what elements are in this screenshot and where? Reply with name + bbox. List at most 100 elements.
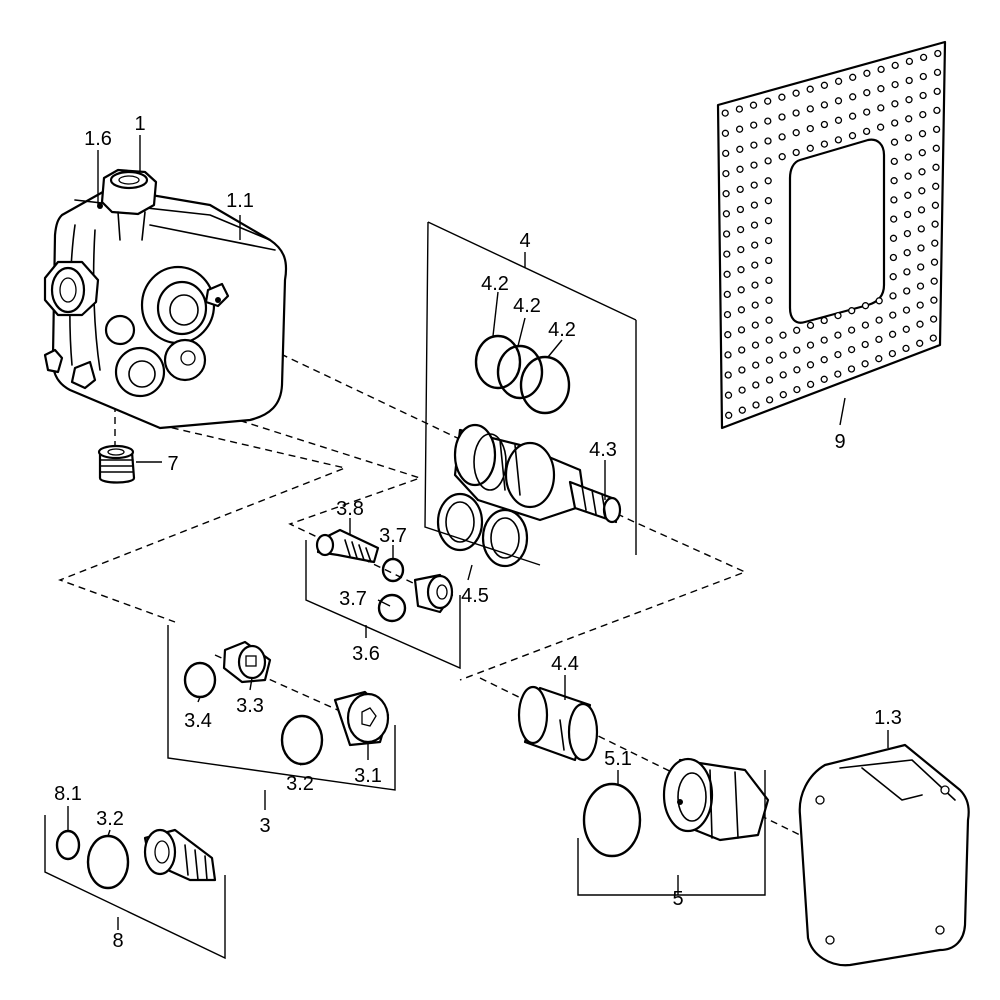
plate-hole <box>930 258 939 266</box>
plate-hole <box>930 277 938 285</box>
plate-hole <box>725 411 733 419</box>
plate-hole <box>721 129 730 137</box>
cartridge-part-4 <box>436 334 622 568</box>
plate-hole <box>751 321 759 329</box>
plate-hole <box>875 335 883 344</box>
plate-hole <box>875 297 883 305</box>
plate-hole <box>889 311 897 319</box>
plate-hole <box>752 401 760 409</box>
label-4-3: 4.3 <box>589 439 617 461</box>
plate-hole <box>736 145 744 153</box>
plate-hole <box>736 185 744 194</box>
plate-hole <box>723 250 731 258</box>
label-3-8: 3.8 <box>336 498 364 520</box>
plate-hole <box>806 321 815 330</box>
plate-hole <box>793 326 801 334</box>
plate-hole <box>736 165 744 173</box>
plate-hole <box>903 210 912 219</box>
plate-hole <box>933 68 942 77</box>
plate-hole <box>834 77 843 85</box>
plate-hole <box>905 115 913 123</box>
plate-hole <box>779 331 787 339</box>
plate-hole <box>765 316 773 324</box>
plate-hole <box>737 245 745 254</box>
plate-hole <box>916 301 924 309</box>
plate-hole <box>750 141 758 149</box>
plate-hole <box>875 355 883 363</box>
plate-hole <box>861 302 870 310</box>
label-4: 4 <box>519 230 530 252</box>
plate-hole <box>736 225 745 234</box>
plate-hole <box>820 140 829 148</box>
plate-hole <box>834 370 842 378</box>
plate-hole <box>849 73 857 81</box>
label-5-1: 5.1 <box>604 748 632 770</box>
plate-hole <box>932 125 941 134</box>
plate-hole <box>752 361 760 369</box>
plate-hole <box>724 391 733 399</box>
plate-hole <box>861 321 870 329</box>
part-labels: 1 1.6 1.1 4 4.2 4.2 4.2 4.3 4.5 7 3.8 3.… <box>54 113 902 952</box>
plate-hole <box>889 253 898 262</box>
plate-hole <box>723 270 731 278</box>
plate-hole <box>750 181 758 189</box>
plate-hole <box>806 380 815 389</box>
plate-hole <box>738 386 746 394</box>
plate-hole <box>889 292 897 300</box>
template-plate-part-9 <box>716 40 947 430</box>
plate-hole <box>902 344 910 353</box>
label-3-6: 3.6 <box>352 643 380 665</box>
plate-hole <box>750 201 759 209</box>
plate-hole <box>834 116 843 124</box>
label-3-7-a: 3.7 <box>379 525 407 547</box>
plate-hole <box>724 371 732 379</box>
plate-hole <box>765 396 774 404</box>
plate-hole <box>724 331 732 339</box>
plate-hole <box>919 91 927 100</box>
plate-hole <box>778 113 786 121</box>
plate-hole <box>888 349 897 358</box>
plate-hole <box>751 261 759 269</box>
plate-hole <box>890 177 898 185</box>
plate-hole <box>751 241 759 249</box>
plate-hole <box>764 97 772 105</box>
plate-hole <box>905 57 914 66</box>
plate-hole <box>792 148 800 157</box>
label-3-4: 3.4 <box>184 710 212 732</box>
plate-hole <box>918 187 926 195</box>
plate-hole <box>891 80 899 89</box>
plate-hole <box>847 345 856 354</box>
plate-hole <box>876 123 885 131</box>
label-4-5: 4.5 <box>461 585 489 607</box>
plate-hole <box>792 129 800 137</box>
plate-hole <box>890 138 899 146</box>
plate-hole <box>916 339 924 347</box>
plate-hole <box>889 234 898 242</box>
sleeve-part-4-4 <box>517 685 599 762</box>
plate-hole <box>877 85 885 93</box>
plate-hole <box>932 163 940 171</box>
plate-hole <box>863 69 871 77</box>
connector-part-8 <box>55 828 217 890</box>
plate-hole <box>917 244 925 252</box>
plate-hole <box>890 157 898 166</box>
plate-hole <box>737 326 746 334</box>
plate-hole <box>723 310 732 319</box>
plate-hole <box>738 406 746 414</box>
plate-hole <box>848 112 857 120</box>
plate-hole <box>861 340 869 349</box>
plate-hole <box>738 346 746 354</box>
plate-hole <box>793 346 801 354</box>
plate-hole <box>891 61 899 70</box>
plate-hole-grid <box>721 49 942 419</box>
plate-hole <box>764 236 773 245</box>
plate-hole <box>875 316 883 324</box>
plate-hole <box>919 110 927 119</box>
label-3-2-a: 3.2 <box>286 773 314 795</box>
plate-hole <box>779 391 787 399</box>
plate-hole <box>764 177 772 185</box>
plate-hole <box>764 197 773 205</box>
plate-hole <box>751 281 759 289</box>
plate-hole <box>750 161 758 169</box>
plate-hole <box>848 132 857 140</box>
